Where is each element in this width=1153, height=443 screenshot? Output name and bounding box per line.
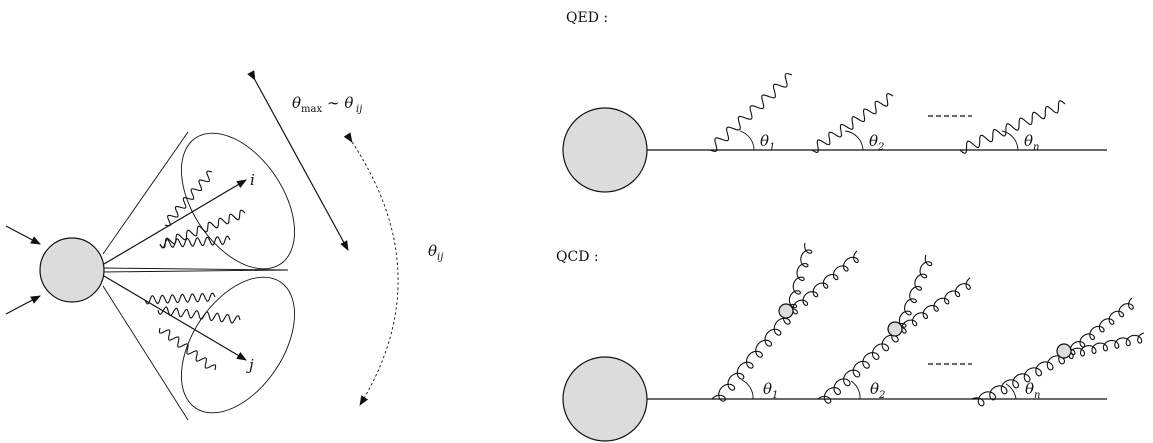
svg-text:1: 1 bbox=[772, 390, 778, 401]
incoming-line-upper bbox=[5, 225, 41, 245]
qcd-gluon-2b bbox=[894, 277, 971, 334]
qcd-gluon-na bbox=[1063, 297, 1134, 356]
incoming-line-lower bbox=[5, 295, 41, 315]
qcd-gluon-2 bbox=[817, 328, 899, 404]
label-j: j bbox=[246, 356, 254, 374]
qcd-blob bbox=[562, 356, 648, 442]
photon-line bbox=[159, 235, 231, 249]
parton-i-arrow bbox=[103, 179, 247, 265]
svg-text:θ: θ bbox=[763, 380, 772, 398]
hard-process-blob bbox=[39, 237, 105, 303]
qed-photon-n bbox=[959, 100, 1066, 154]
cone-lower bbox=[102, 269, 296, 421]
qed-header: QED : bbox=[566, 10, 608, 26]
angular-ordering-diagram: i j θ max ∼ θ ij θ ij bbox=[5, 70, 443, 421]
svg-text:2: 2 bbox=[877, 142, 884, 153]
qcd-gluon-2a bbox=[894, 254, 933, 330]
gluon-splitting-blob-1 bbox=[778, 303, 794, 319]
svg-text:n: n bbox=[1033, 142, 1039, 153]
qcd-gluon-1 bbox=[711, 310, 791, 402]
qcd-gluon-1b bbox=[785, 250, 859, 315]
qed-photon-1 bbox=[709, 73, 793, 152]
photon-line bbox=[157, 306, 241, 324]
qcd-gluon-nb bbox=[1063, 332, 1145, 360]
gluon-splitting-blob-3 bbox=[1056, 343, 1072, 359]
theta-ij-label: θ ij bbox=[428, 242, 443, 263]
theta-max-label: θ max ∼ θ ij bbox=[292, 94, 362, 115]
svg-text:ij: ij bbox=[356, 104, 362, 115]
svg-text:θ: θ bbox=[1025, 380, 1034, 398]
svg-text:2: 2 bbox=[878, 390, 885, 401]
svg-text:ij: ij bbox=[437, 252, 443, 263]
qed-photon-2 bbox=[811, 93, 894, 153]
qed-photons bbox=[709, 73, 1066, 154]
parton-j-arrow bbox=[103, 275, 247, 361]
svg-text:θ: θ bbox=[760, 132, 769, 150]
qed-blob bbox=[562, 107, 648, 193]
theta-max-arrow bbox=[247, 70, 349, 251]
svg-text:1: 1 bbox=[769, 142, 775, 153]
svg-text:θ: θ bbox=[869, 132, 878, 150]
svg-text:θ: θ bbox=[428, 242, 437, 260]
svg-text:θ: θ bbox=[1024, 132, 1033, 150]
qcd-gluon-n bbox=[971, 350, 1066, 407]
svg-text:n: n bbox=[1034, 390, 1040, 401]
gluon-splitting-blob-2 bbox=[887, 321, 903, 337]
qcd-header: QCD : bbox=[556, 249, 599, 265]
soft-photons-lower bbox=[144, 292, 241, 371]
photon-line bbox=[144, 292, 216, 305]
theta-ij-dotted-arc bbox=[343, 132, 399, 406]
photon-line bbox=[164, 170, 213, 227]
svg-text:∼ θ: ∼ θ bbox=[327, 94, 353, 112]
svg-text:max: max bbox=[301, 104, 322, 115]
qcd-gluon-1a bbox=[785, 242, 813, 312]
label-i: i bbox=[250, 171, 255, 189]
svg-text:θ: θ bbox=[292, 94, 301, 112]
photon-line bbox=[158, 327, 217, 371]
svg-text:θ: θ bbox=[870, 380, 879, 398]
qcd-gluons bbox=[711, 242, 1145, 407]
soft-photons-upper bbox=[159, 170, 246, 249]
